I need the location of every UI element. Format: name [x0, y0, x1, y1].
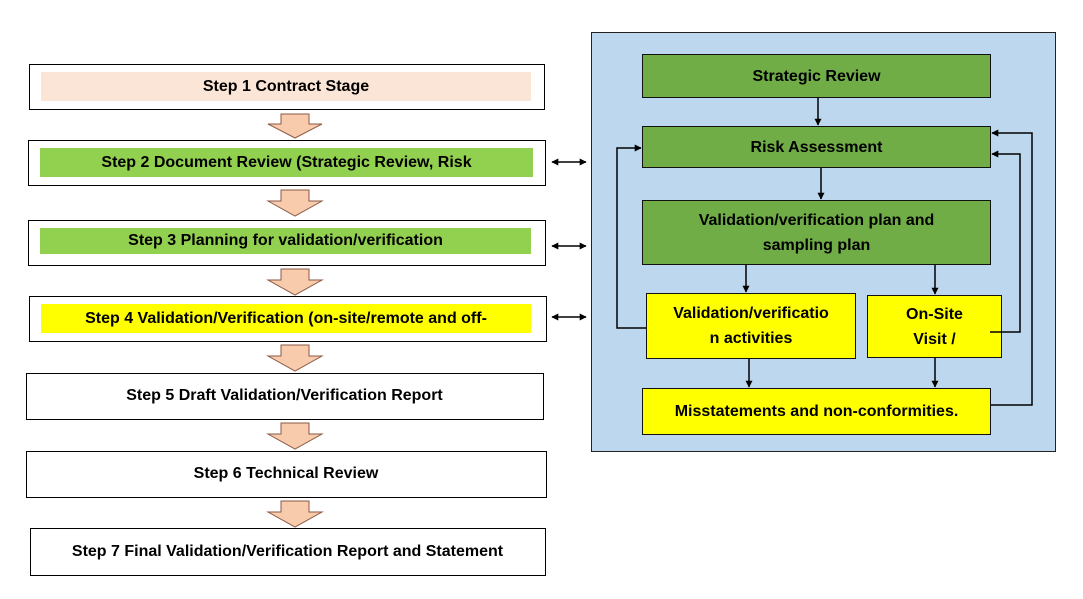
loop-onsite-to-risk	[990, 150, 1021, 333]
step-1-text: Step 1 Contract Stage	[202, 77, 370, 95]
misstatements-box: Misstatements and non-conformities.	[642, 388, 991, 435]
risk-assessment-label: Risk Assessment	[750, 138, 883, 156]
strategic-review-box: Strategic Review	[642, 54, 991, 98]
validation-plan-box: Validation/verification plan and samplin…	[642, 200, 991, 265]
down-arrow-5-6	[266, 422, 324, 450]
step-5-text: Step 5 Draft Validation/Verification Rep…	[126, 387, 443, 404]
step-3-label: Step 3 Planning for validation/verificat…	[40, 228, 531, 254]
step-5-label: Step 5 Draft Validation/Verification Rep…	[27, 374, 542, 418]
loop-activities-to-risk	[616, 144, 646, 329]
step-2-text: Step 2 Document Review (Strategic Review…	[101, 153, 472, 171]
step-6-text: Step 6 Technical Review	[193, 465, 379, 482]
step-6-box: Step 6 Technical Review	[26, 451, 547, 498]
step-4-text: Step 4 Validation/Verification (on-site/…	[85, 309, 487, 327]
step-7-label: Step 7 Final Validation/Verification Rep…	[31, 529, 544, 574]
down-arrow-2-3	[266, 189, 324, 217]
step-3-text: Step 3 Planning for validation/verificat…	[128, 232, 443, 249]
down-arrow-1-2	[267, 113, 323, 139]
step-7-box: Step 7 Final Validation/Verification Rep…	[30, 528, 546, 576]
down-arrow-6-7	[266, 500, 324, 528]
step-4-box: Step 4 Validation/Verification (on-site/…	[29, 296, 547, 342]
activities-line-1: Validation/verificatio	[673, 305, 829, 322]
validation-plan-line-1: Validation/verification plan and	[698, 211, 935, 229]
onsite-visit-box: On-Site Visit /	[867, 295, 1002, 358]
activities-box: Validation/verificatio n activities	[646, 293, 856, 359]
activities-line-2: n activities	[709, 330, 793, 347]
step-1-box: Step 1 Contract Stage	[29, 64, 545, 110]
loop-misstatements-to-risk	[991, 129, 1033, 406]
step-6-label: Step 6 Technical Review	[27, 452, 545, 496]
step-2-box: Step 2 Document Review (Strategic Review…	[28, 140, 546, 186]
onsite-visit-line-1: On-Site	[906, 305, 963, 323]
activities-text: Validation/verificatio n activities	[673, 301, 829, 351]
step-3-box: Step 3 Planning for validation/verificat…	[28, 220, 546, 266]
down-arrow-4-5	[266, 344, 324, 372]
strategic-review-label: Strategic Review	[752, 67, 881, 85]
down-arrow-3-4	[266, 268, 324, 296]
step-7-text: Step 7 Final Validation/Verification Rep…	[71, 542, 504, 560]
risk-assessment-box: Risk Assessment	[642, 126, 991, 168]
step-4-label: Step 4 Validation/Verification (on-site/…	[41, 304, 531, 333]
step-5-box: Step 5 Draft Validation/Verification Rep…	[26, 373, 544, 420]
validation-plan-line-2: sampling plan	[762, 236, 871, 254]
onsite-visit-text: On-Site Visit /	[906, 302, 963, 352]
onsite-visit-line-2: Visit /	[913, 330, 956, 348]
misstatements-label: Misstatements and non-conformities.	[674, 403, 959, 420]
step-2-label: Step 2 Document Review (Strategic Review…	[40, 148, 533, 177]
validation-plan-text: Validation/verification plan and samplin…	[699, 208, 935, 258]
step-1-label: Step 1 Contract Stage	[41, 72, 531, 101]
